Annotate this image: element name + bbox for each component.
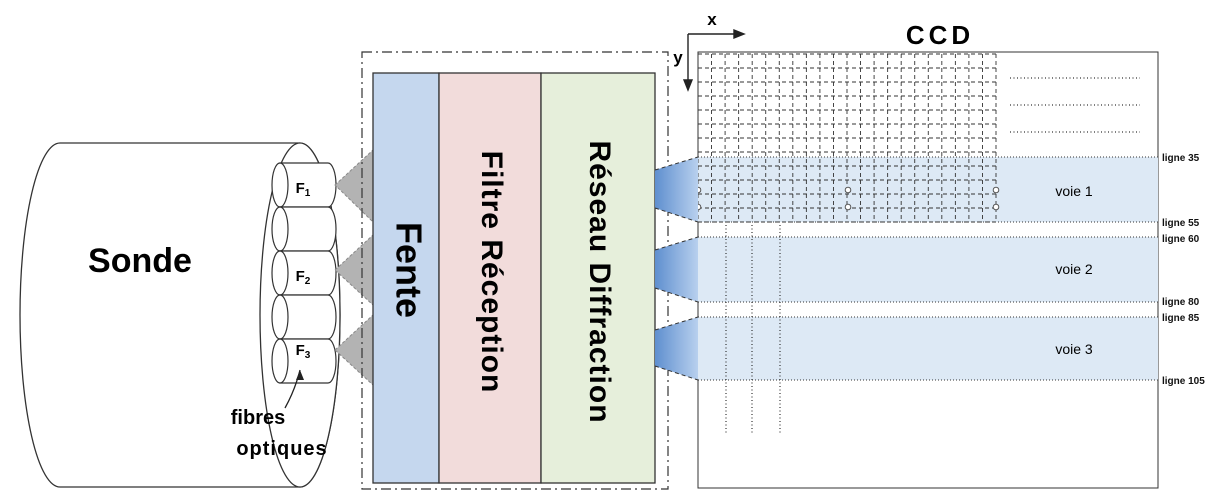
ccd-row-lines xyxy=(698,156,1160,381)
row-label-105: ligne 105 xyxy=(1162,376,1205,387)
fibers-pointer-arrow xyxy=(284,369,304,409)
slit-block xyxy=(372,72,440,484)
x-axis-label: x xyxy=(707,10,717,29)
filter-label: Filtre Réception xyxy=(475,151,508,394)
channel-1-label: voie 1 xyxy=(1055,183,1093,199)
y-axis-label: y xyxy=(673,48,683,67)
grating-block xyxy=(540,72,656,484)
fiber-f1-label: F1 xyxy=(296,180,311,199)
fiber-f3-label: F3 xyxy=(296,342,311,361)
diffracted-beams xyxy=(654,156,699,381)
ccd-column-dots xyxy=(725,225,781,435)
row-label-55: ligne 55 xyxy=(1162,218,1200,229)
channel-2-label: voie 2 xyxy=(1055,261,1093,277)
probe-label: Sonde xyxy=(88,242,192,280)
fibers-label-line2: optiques xyxy=(236,438,327,460)
row-label-60: ligne 60 xyxy=(1162,234,1200,245)
ccd-title: CCD xyxy=(906,20,974,50)
row-label-85: ligne 85 xyxy=(1162,313,1200,324)
row-label-35: ligne 35 xyxy=(1162,153,1200,164)
fiber-f2-label: F2 xyxy=(296,268,311,287)
ccd-axes xyxy=(682,28,746,92)
channel-band-2 xyxy=(698,237,1158,302)
channel-band-3 xyxy=(698,317,1158,380)
row-label-80: ligne 80 xyxy=(1162,297,1200,308)
ccd-continuation-dots xyxy=(1010,77,1140,133)
ccd-pixel-grid xyxy=(697,53,997,223)
fibers-label-line1: fibres xyxy=(231,407,285,429)
slit-label: Fente xyxy=(388,222,429,318)
grating-label: Réseau Diffraction xyxy=(583,140,616,423)
channel-3-label: voie 3 xyxy=(1055,341,1093,357)
fiber-bundle xyxy=(271,162,337,384)
fiber-output-cones xyxy=(334,148,374,387)
